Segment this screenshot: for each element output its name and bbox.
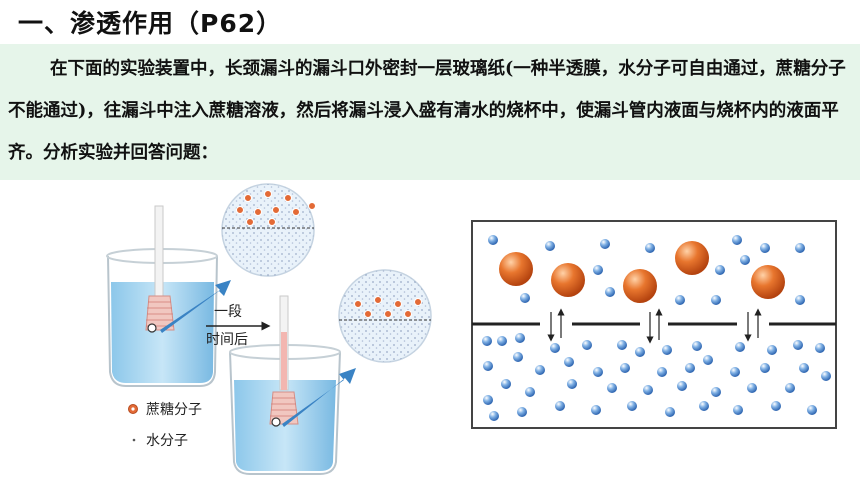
time-label-line1: 一段 [214, 304, 242, 320]
experiment-description: 在下面的实验装置中，长颈漏斗的漏斗口外密封一层玻璃纸(一种半透膜，水分子可自由通… [8, 59, 846, 163]
zoom-circle-initial [221, 183, 316, 277]
beaker-after [229, 295, 341, 475]
membrane-diagram [471, 220, 837, 429]
zoom-arrow-initial [160, 280, 231, 333]
water-legend-swatch [132, 438, 136, 442]
legend-water-label: 水分子 [146, 433, 188, 449]
section-heading: 一、渗透作用（P62） [18, 9, 283, 38]
figure-legend: 蔗糖分子 水分子 [128, 402, 202, 449]
time-arrow: 一段 时间后 [206, 304, 271, 348]
zoom-arrow-after [282, 368, 356, 427]
text-banner [0, 44, 860, 180]
legend-sucrose-label: 蔗糖分子 [146, 402, 202, 418]
time-label-line2: 时间后 [206, 332, 248, 348]
beaker-initial [106, 205, 218, 387]
zoom-circle-after [338, 269, 432, 363]
